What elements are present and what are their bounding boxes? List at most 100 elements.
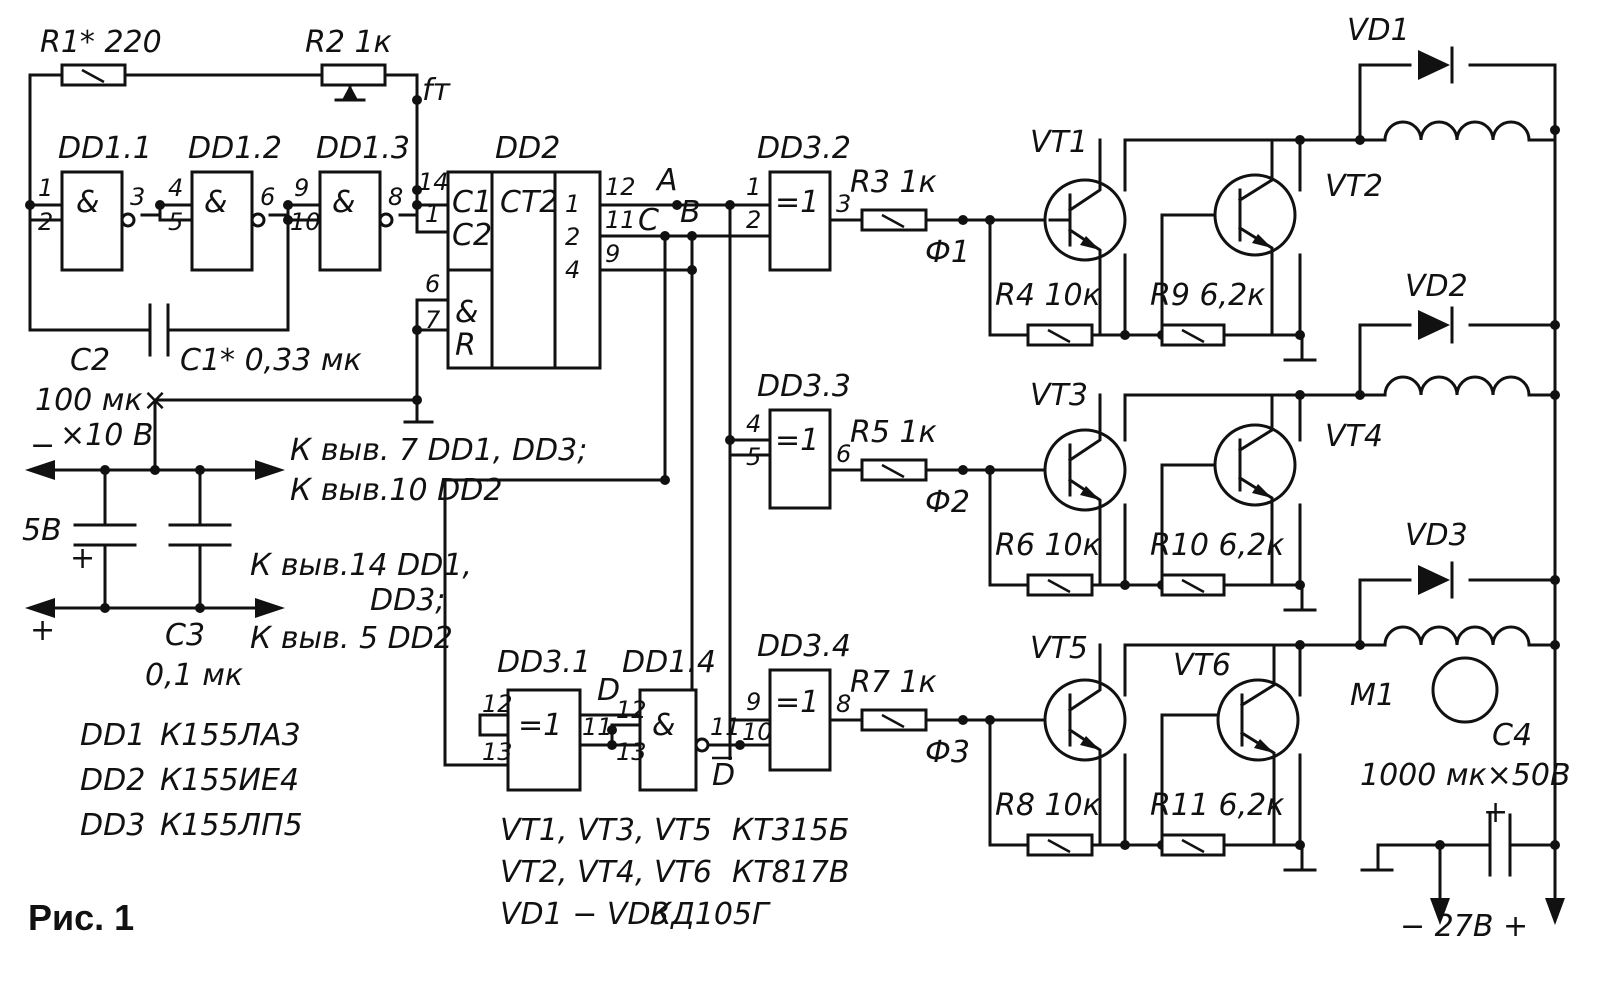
pin-dd33-6: 6	[836, 440, 851, 468]
node-a: A	[655, 163, 678, 198]
part-ref: DD3	[80, 808, 145, 843]
pin-dd14-11: 11	[710, 713, 741, 741]
part-ref: DD1	[80, 718, 145, 753]
pin-dd2-14: 14	[418, 168, 449, 196]
label-c4-ref: C4	[1492, 718, 1532, 753]
transistor-refs: VT1, VT3, VT5	[500, 813, 712, 848]
part-type: К155ЛП5	[160, 808, 303, 843]
symbol-xor-dd3-3: =1	[775, 423, 819, 458]
label-vd1: VD1	[1347, 13, 1410, 48]
winding-3	[1383, 625, 1531, 647]
symbol-and-dd2: &	[455, 295, 478, 330]
note-pin7: К выв. 7 DD1, DD3;	[290, 433, 587, 468]
power-labels: − 5В + + К выв. 7 DD1, DD3; К выв.10 DD2…	[22, 428, 1528, 944]
label-r10: R10 6,2к	[1150, 528, 1284, 563]
pin-dd13-10: 10	[290, 208, 321, 236]
label-r6: R6 10к	[995, 528, 1101, 563]
label-c2-plus: +	[70, 541, 95, 576]
diodes	[1418, 46, 1454, 599]
motor-m1	[1431, 656, 1499, 724]
wires	[28, 63, 1557, 922]
gate-dd3-2	[768, 170, 832, 272]
diode-vd2	[1418, 306, 1454, 344]
transistors	[1043, 138, 1300, 847]
resistor-r4	[1026, 323, 1094, 347]
label-vt6: VT6	[1173, 648, 1231, 683]
pin-numbers: 1 2 3 4 5 6 9 10 8 14 1 6 7 12 11 9 1 2 …	[38, 168, 851, 766]
gate-dd1-1	[60, 170, 124, 272]
gate-dd1-3	[318, 170, 382, 272]
pin-dd2-1: 1	[425, 200, 440, 228]
capacitor-c1	[148, 303, 170, 357]
label-vt3: VT3	[1030, 378, 1088, 413]
pin-dd32-3: 3	[836, 190, 851, 218]
transistor-vt4	[1213, 393, 1297, 587]
label-phi1: Ф1	[925, 235, 970, 270]
label-r4: R4 10к	[995, 278, 1101, 313]
diode-type: КД105Г	[650, 897, 771, 932]
transistor-vt1	[1043, 138, 1127, 337]
resistor-r10	[1160, 573, 1226, 597]
resistor-r9	[1160, 323, 1226, 347]
label-vt1: VT1	[1030, 125, 1088, 160]
label-vt4: VT4	[1325, 419, 1383, 454]
capacitor-c2	[73, 523, 137, 547]
pin-dd31-13: 13	[482, 738, 513, 766]
label-vt5: VT5	[1030, 631, 1088, 666]
pin-dd2-q4: 4	[565, 256, 580, 284]
diode-refs: VD1 − VD3	[500, 897, 670, 932]
motor-windings	[1383, 120, 1531, 724]
symbol-counter: CT2	[500, 185, 558, 220]
pin-dd2-6: 6	[425, 270, 440, 298]
label-5v: 5В	[22, 513, 62, 548]
pin-dd11-2: 2	[38, 208, 53, 236]
capacitor-c3	[168, 523, 232, 547]
symbol-and-dd1-2: &	[204, 185, 227, 220]
part-type: К155ИЕ4	[160, 763, 299, 798]
pin-dd2-12: 12	[605, 173, 636, 201]
note-dd3: DD3;	[370, 583, 445, 618]
symbol-and-dd1-3: &	[332, 185, 355, 220]
label-r7: R7 1к	[850, 665, 937, 700]
label-dd3-3: DD3.3	[757, 369, 851, 404]
symbol-r: R	[455, 328, 476, 363]
pin-dd32-2: 2	[746, 206, 761, 234]
gate-dd3-1	[506, 688, 582, 792]
label-phi2: Ф2	[925, 485, 970, 520]
labels: R1* 220 R2 1к fт DD1.1 DD1.2 DD1.3 DD2 D…	[35, 13, 1571, 830]
capacitor-c4	[1488, 813, 1512, 877]
label-dd2: DD2	[495, 131, 560, 166]
pin-dd12-5: 5	[168, 208, 183, 236]
arrows	[25, 85, 1565, 925]
transistor-type: КТ817В	[732, 855, 849, 890]
gate-symbols: & & & & & C1 C2 R CT2 =1 =1 =1 =1	[76, 185, 819, 743]
label-c3-ref: C3	[165, 618, 205, 653]
label-dd1-4: DD1.4	[622, 645, 716, 680]
pin-dd34-10: 10	[742, 718, 773, 746]
logic-chips	[60, 170, 832, 792]
pin-dd2-9: 9	[605, 240, 620, 268]
pin-dd33-4: 4	[746, 410, 761, 438]
transistor-vt5	[1043, 643, 1127, 847]
pin-dd2-q1: 1	[565, 190, 580, 218]
label-ft: fт	[422, 73, 452, 108]
label-dd3-4: DD3.4	[757, 629, 851, 664]
symbol-and-dd1-4: &	[652, 708, 675, 743]
pin-dd33-5: 5	[746, 443, 761, 471]
transistor-vt6	[1216, 643, 1300, 847]
transistor-vt2	[1213, 138, 1297, 337]
label-r3: R3 1к	[850, 165, 937, 200]
symbol-c2: C2	[452, 218, 492, 253]
diode-vd3	[1418, 561, 1454, 599]
label-vd3: VD3	[1405, 518, 1468, 553]
label-dd1-3: DD1.3	[316, 131, 410, 166]
resistor-r8	[1026, 833, 1094, 857]
transistor-refs: VT2, VT4, VT6	[500, 855, 712, 890]
label-r9: R9 6,2к	[1150, 278, 1265, 313]
label-dd3-2: DD3.2	[757, 131, 851, 166]
node-c: C	[638, 203, 659, 238]
pin-dd11-3: 3	[130, 183, 145, 211]
gate-dd3-3	[768, 408, 832, 510]
label-c3-value: 0,1 мк	[145, 658, 243, 693]
